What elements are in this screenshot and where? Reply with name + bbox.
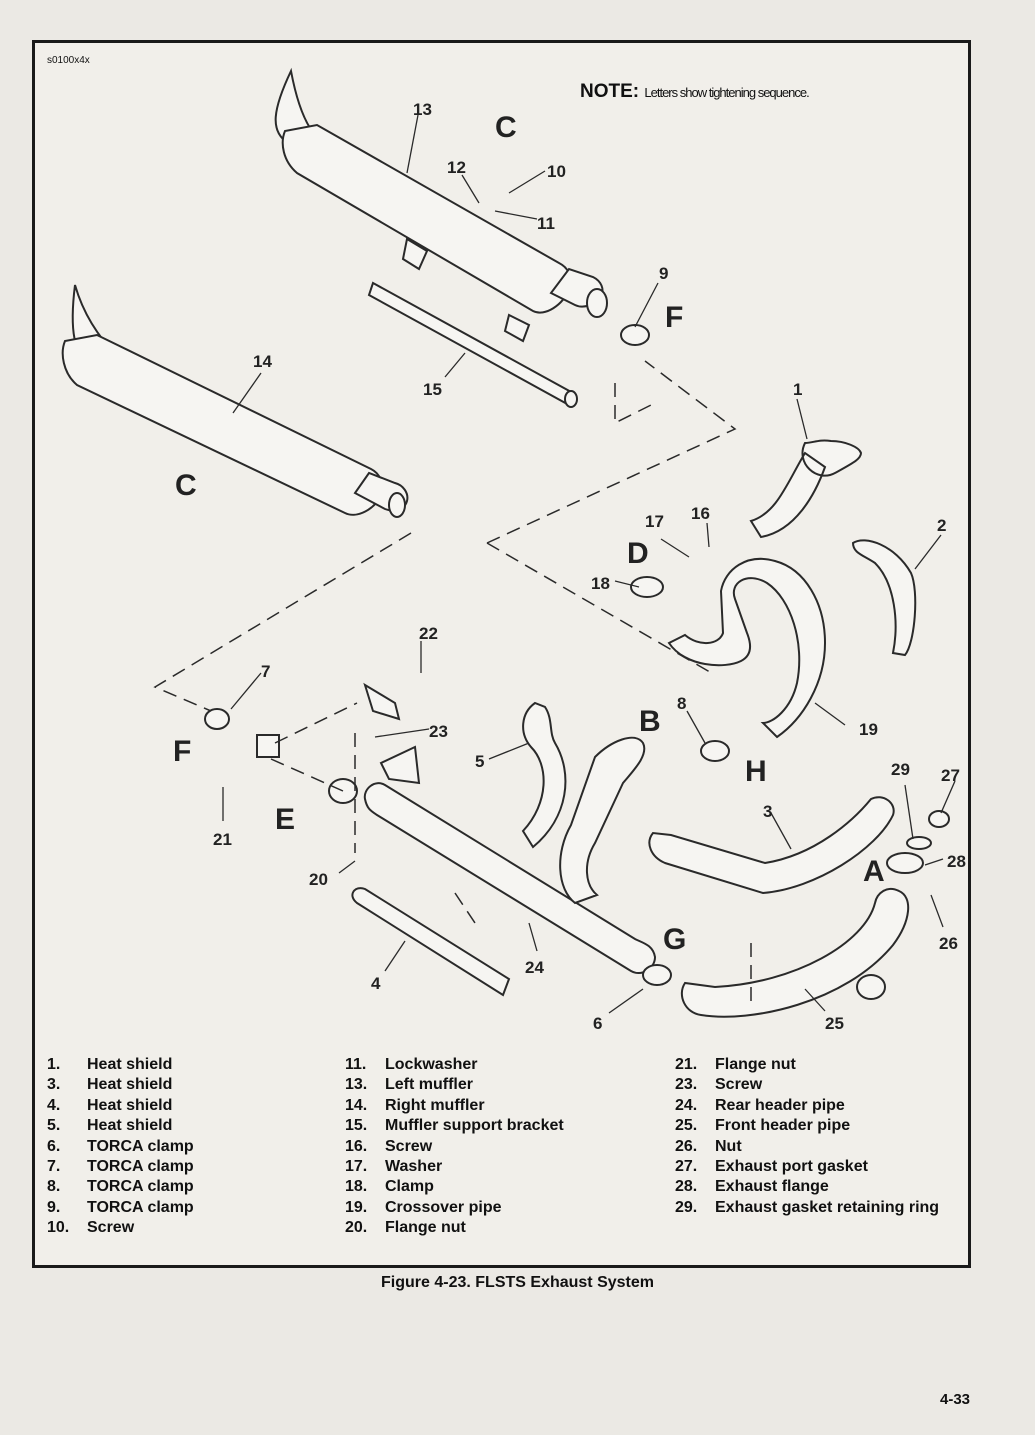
callout-16: 16 — [691, 504, 710, 523]
callout-21: 21 — [213, 830, 232, 849]
callout-6: 6 — [593, 1014, 602, 1033]
legend-item: 3.Heat shield — [47, 1076, 173, 1094]
callout-11: 11 — [537, 214, 555, 233]
legend-item: 5.Heat shield — [47, 1117, 173, 1135]
callout-24: 24 — [525, 958, 544, 977]
legend-item: 6.TORCA clamp — [47, 1137, 194, 1155]
callout-17: 17 — [645, 512, 664, 531]
legend-item: 27.Exhaust port gasket — [675, 1157, 868, 1175]
legend-item: 24.Rear header pipe — [675, 1096, 845, 1114]
sequence-letter-c-top: C — [495, 111, 517, 144]
bracket-23 — [379, 745, 421, 785]
sequence-letter-d: D — [627, 537, 649, 570]
right-muffler — [61, 284, 409, 518]
rear-header-pipe — [363, 782, 657, 975]
callout-18: 18 — [591, 574, 610, 593]
callout-9: 9 — [659, 264, 668, 283]
sequence-letter-h: H — [745, 755, 767, 788]
heat-shield-2 — [851, 539, 917, 657]
callout-22: 22 — [419, 624, 438, 643]
callout-26: 26 — [939, 934, 958, 953]
legend-item: 25.Front header pipe — [675, 1117, 851, 1135]
sequence-letter-f-left: F — [173, 735, 191, 768]
callout-12: 12 — [447, 158, 466, 177]
legend-item: 13.Left muffler — [345, 1076, 473, 1094]
legend-item: 19.Crossover pipe — [345, 1198, 502, 1216]
heat-shield-1 — [749, 439, 863, 539]
callout-10: 10 — [547, 162, 566, 181]
sequence-letter-g: G — [663, 923, 686, 956]
muffler-support-bracket — [367, 237, 578, 408]
legend-item: 20.Flange nut — [345, 1219, 466, 1237]
callout-15: 15 — [423, 380, 442, 399]
legend-item: 7.TORCA clamp — [47, 1157, 194, 1175]
sequence-letter-e: E — [275, 803, 295, 836]
heat-shield-5 — [521, 701, 567, 849]
legend-item: 10.Screw — [47, 1219, 135, 1237]
legend-item: 26.Nut — [675, 1137, 742, 1155]
legend-column-3: 21.Flange nut 23.Screw 24.Rear header pi… — [675, 1055, 939, 1218]
legend-item: 28.Exhaust flange — [675, 1178, 829, 1196]
crossover-pipe — [667, 558, 827, 739]
callout-29: 29 — [891, 760, 910, 779]
note-label: NOTE: — [580, 81, 640, 102]
clamp-small — [856, 974, 886, 1000]
note-text: Letters show tightening sequence. — [644, 85, 809, 100]
legend-item: 16.Screw — [345, 1137, 433, 1155]
heat-shield-4 — [351, 887, 511, 997]
callout-3: 3 — [763, 802, 772, 821]
exhaust-diagram: 13 12 10 11 9 14 15 1 2 17 16 18 22 7 8 … — [61, 67, 966, 1033]
heat-shield-3 — [648, 796, 895, 895]
legend-item: 18.Clamp — [345, 1178, 434, 1196]
front-header-pipe — [680, 887, 910, 1018]
legend-item: 29.Exhaust gasket retaining ring — [675, 1198, 940, 1216]
torca-clamp-9 — [620, 324, 650, 346]
bracket-e — [256, 734, 280, 758]
callout-14: 14 — [253, 352, 272, 371]
exhaust-port-gasket — [928, 810, 950, 828]
callout-4: 4 — [371, 974, 381, 993]
sequence-letter-b: B — [639, 705, 661, 738]
sequence-letter-a: A — [863, 855, 885, 888]
torca-clamp-6 — [642, 964, 672, 986]
bracket-22 — [363, 682, 401, 721]
callout-19: 19 — [859, 720, 878, 739]
legend-item: 21.Flange nut — [675, 1056, 796, 1073]
legend-item: 14.Right muffler — [345, 1096, 485, 1114]
legend-item: 15.Muffler support bracket — [345, 1117, 564, 1135]
torca-clamp-8 — [700, 740, 730, 762]
legend-item: 8.TORCA clamp — [47, 1178, 194, 1196]
legend-item: 4.Heat shield — [47, 1096, 173, 1114]
callout-23: 23 — [429, 722, 448, 741]
legend-item: 17.Washer — [345, 1157, 443, 1175]
callout-28: 28 — [947, 852, 966, 871]
callout-25: 25 — [825, 1014, 844, 1033]
sequence-letter-f-top: F — [665, 301, 683, 334]
callout-13: 13 — [413, 100, 432, 119]
callout-1: 1 — [793, 380, 802, 399]
callout-5: 5 — [475, 752, 484, 771]
figure-caption: Figure 4-23. FLSTS Exhaust System — [381, 1274, 654, 1291]
sequence-letter-c-left: C — [175, 469, 197, 502]
legend-column-1: 1.Heat shield 3.Heat shield 4.Heat shiel… — [47, 1055, 194, 1239]
clamp-18 — [630, 576, 664, 598]
callout-20: 20 — [309, 870, 328, 889]
retaining-ring — [906, 836, 932, 850]
left-muffler — [274, 67, 608, 318]
callout-7: 7 — [261, 662, 270, 681]
legend-item: 9.TORCA clamp — [47, 1198, 194, 1216]
callout-2: 2 — [937, 516, 946, 535]
legend-item: 11.Lockwasher — [345, 1056, 478, 1073]
torca-clamp-7 — [204, 708, 230, 730]
figure-frame: s0100x4x NOTE: Letters show tightening s… — [32, 40, 971, 1268]
callout-27: 27 — [941, 766, 960, 785]
legend-item: 1.Heat shield — [47, 1056, 173, 1073]
legend-column-2: 11.Lockwasher 13.Left muffler 14.Right m… — [345, 1055, 564, 1239]
legend-item: 23.Screw — [675, 1076, 763, 1094]
exhaust-flange — [886, 852, 924, 874]
page-number: 4-33 — [940, 1391, 971, 1408]
figure-id: s0100x4x — [47, 55, 90, 66]
callout-8: 8 — [677, 694, 686, 713]
note: NOTE: Letters show tightening sequence. — [580, 81, 810, 103]
